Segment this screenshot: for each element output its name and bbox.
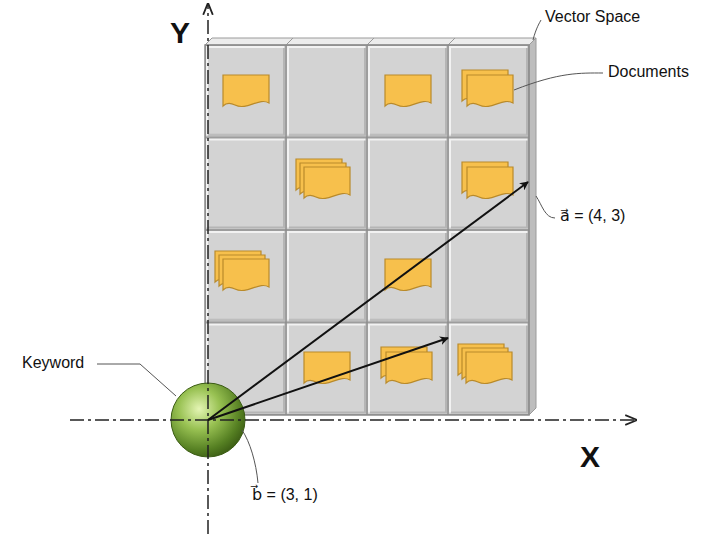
grid-top-face xyxy=(205,38,536,45)
grid-bevel-line xyxy=(367,38,374,45)
document-icon xyxy=(467,75,513,107)
axis-label: X xyxy=(580,440,600,475)
document-icon xyxy=(304,167,350,199)
grid-bevel-line xyxy=(286,38,293,45)
vector-space-grid xyxy=(205,45,529,415)
document-icon xyxy=(385,259,431,291)
document-icon xyxy=(466,352,512,384)
vector-arrow xyxy=(208,338,448,420)
x-axis xyxy=(70,419,636,421)
callout-label: Documents xyxy=(608,63,689,81)
leader-line xyxy=(514,73,603,90)
document-icon xyxy=(223,259,269,291)
document-icon xyxy=(385,75,431,107)
callout-label: Keyword xyxy=(22,354,84,372)
leader-line xyxy=(97,364,176,396)
vector-label: a⃗ = (4, 3) xyxy=(560,207,625,225)
document-icon xyxy=(223,75,269,107)
leader-line xyxy=(533,20,541,40)
leader-line xyxy=(242,430,258,483)
grid-side-face xyxy=(529,38,536,415)
callout-label: Vector Space xyxy=(545,8,640,26)
grid-bevel-line xyxy=(448,38,455,45)
vector-label: b⃗ = (3, 1) xyxy=(252,486,318,504)
document-icon xyxy=(467,167,513,199)
leader-line xyxy=(536,196,555,218)
y-axis xyxy=(207,4,209,534)
vector-arrow xyxy=(208,182,528,420)
axis-label: Y xyxy=(170,16,190,51)
